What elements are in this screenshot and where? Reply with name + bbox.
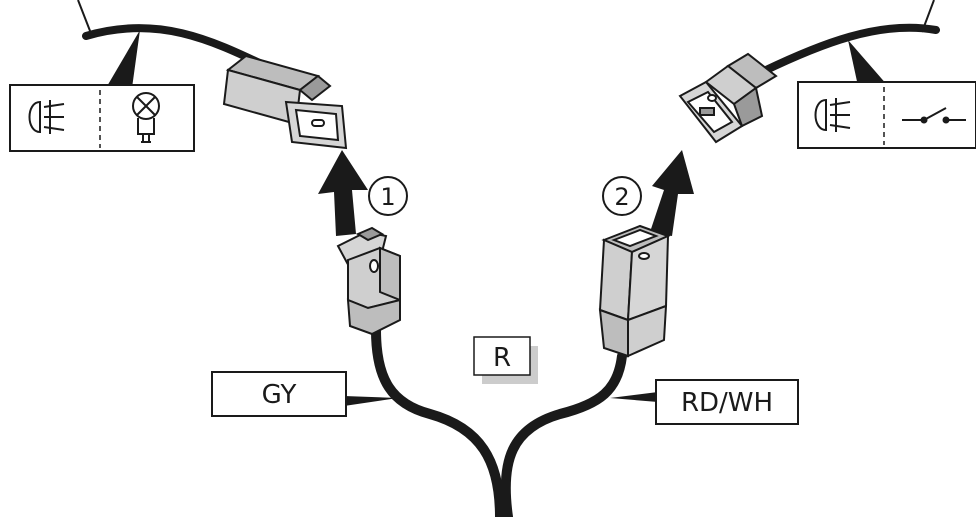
- right-icon-box-pointer: [848, 40, 888, 86]
- left-icon-box: [9, 84, 195, 152]
- fog-light-icon: [814, 98, 851, 132]
- left-vehicle-connector: [222, 54, 348, 150]
- callout-step-1: 1: [368, 176, 408, 216]
- arrow-up-right: [650, 150, 694, 236]
- harness-connector-2: [598, 224, 671, 358]
- rdwh-label-pointer: [610, 392, 658, 402]
- wire-label-rdwh-text: RD/WH: [681, 388, 773, 418]
- harness-wires: [371, 325, 627, 517]
- callout-step-2: 2: [602, 176, 642, 216]
- gy-label-pointer: [344, 396, 398, 406]
- callout-step-2-text: 2: [614, 183, 629, 211]
- variant-label-r-text: R: [493, 343, 511, 373]
- wire-label-rdwh: RD/WH: [655, 379, 799, 425]
- wire-label-gy: GY: [211, 371, 347, 417]
- left-icon-box-pointer: [106, 30, 140, 88]
- arrow-up-left: [318, 150, 368, 236]
- right-vehicle-cable: [758, 0, 940, 76]
- left-vehicle-cable: [77, 0, 274, 72]
- switch-icon: [902, 107, 966, 124]
- right-icon-box: [797, 81, 976, 149]
- right-vehicle-connector: [678, 52, 778, 144]
- wire-label-gy-text: GY: [262, 380, 297, 410]
- variant-label-r: R: [473, 336, 538, 384]
- callout-step-1-text: 1: [380, 183, 395, 211]
- harness-connector-1: [336, 226, 401, 336]
- fog-light-icon: [28, 100, 65, 134]
- bulb-icon: [132, 92, 160, 143]
